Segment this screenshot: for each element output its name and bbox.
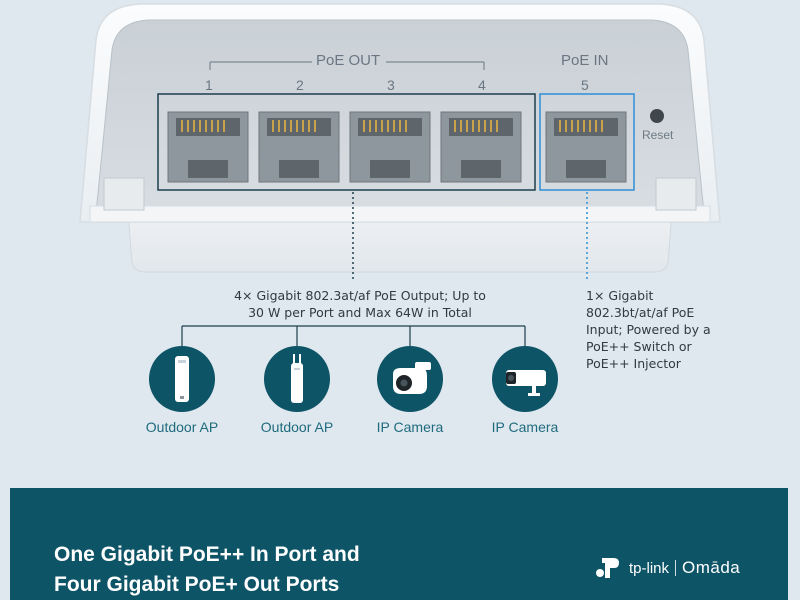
tp-link-logo-icon [596,558,619,578]
poe-in-header: PoE IN [561,52,609,69]
poe-in-description-line: Input; Powered by a [586,322,711,337]
brand-omada: Omāda [682,558,741,577]
poe-out-header: PoE OUT [316,52,381,69]
connection-lines [181,192,588,346]
poe-out-description-line: 30 W per Port and Max 64W in Total [248,305,472,320]
reset-label: Reset [642,128,674,142]
poe-in-highlight [539,93,635,191]
rj45-port-5 [545,111,627,183]
turret-camera-icon [377,346,443,412]
port-number-5: 5 [581,77,589,93]
base-plate [127,211,673,273]
port-number-3: 3 [387,77,395,93]
banner-title-line: Four Gigabit PoE+ Out Ports [54,573,340,596]
poe-in-description-line: 1× Gigabit [586,288,654,303]
port-number-4: 4 [478,77,486,93]
rj45-port-4 [440,111,522,183]
poe-in-description-line: 802.3bt/at/af PoE [586,305,695,320]
outdoor-ap-icon [149,346,215,412]
outdoor-ap-slim-icon [264,346,330,412]
device-label-ip-camera-2: IP Camera [491,419,559,435]
device-label-ip-camera-1: IP Camera [376,419,444,435]
device-label-outdoor-ap-2: Outdoor AP [260,419,334,435]
poe-out-description-line: 4× Gigabit 802.3at/af PoE Output; Up to [234,288,486,303]
headline-banner: One Gigabit PoE++ In Port and Four Gigab… [10,488,788,600]
device-label-outdoor-ap-1: Outdoor AP [145,419,219,435]
reset-pinhole-icon [650,109,664,123]
rj45-port-3 [349,111,431,183]
poe-in-description: 1× Gigabit 802.3bt/at/af PoE Input; Powe… [586,287,736,372]
poe-in-description-line: PoE++ Injector [586,356,681,371]
rj45-port-1 [167,111,249,183]
banner-title: One Gigabit PoE++ In Port and Four Gigab… [54,540,474,600]
bullet-camera-icon [492,346,558,412]
brand-divider [675,560,677,576]
banner-title-line: One Gigabit PoE++ In Port and [54,543,360,566]
brand-logo: tp-link Omāda [593,552,740,584]
poe-out-group-outline [157,93,536,191]
switch-housing [79,3,721,273]
brand-tp-link: tp-link [629,559,670,577]
port-number-1: 1 [205,77,213,93]
poe-out-description: 4× Gigabit 802.3at/af PoE Output; Up to … [210,287,510,321]
rj45-port-2 [258,111,340,183]
poe-in-description-line: PoE++ Switch or [586,339,692,354]
port-number-2: 2 [296,77,304,93]
